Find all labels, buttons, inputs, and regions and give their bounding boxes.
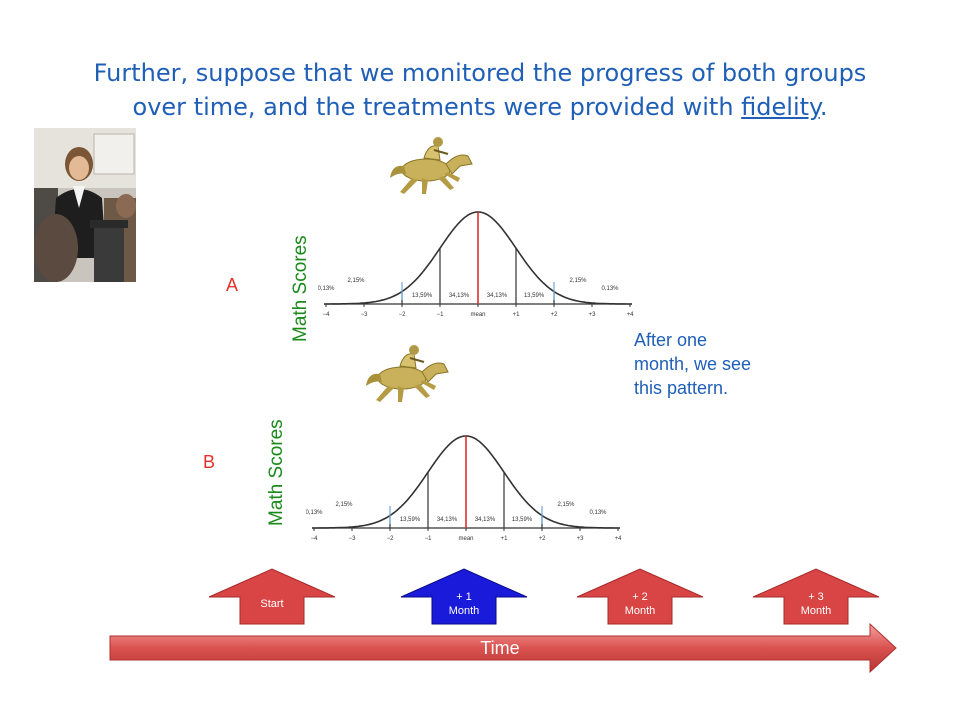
timeline-marker-arrow — [208, 568, 336, 625]
bell-curve-a: 0,13% 2,15% 13,59% 34,13% 34,13% 13,59% 2,15% 0… — [318, 211, 635, 318]
timeline-marker-label: + 1 Month — [432, 590, 496, 618]
marker-line-2: Month — [800, 605, 832, 617]
percent-label: 34,13% — [449, 293, 470, 299]
marker-line-2: Month — [624, 605, 656, 617]
tick-label: −1 — [425, 536, 433, 542]
tick-label: mean — [458, 536, 473, 542]
tick-label: −3 — [349, 536, 357, 542]
timeline-marker-label: + 3 Month — [784, 590, 848, 618]
tick-label: +3 — [589, 312, 597, 318]
marker-line-1: + 1 — [456, 591, 472, 603]
percent-label: 34,13% — [487, 293, 508, 299]
marker-line-2: Month — [448, 605, 480, 617]
tick-label: −4 — [311, 536, 319, 542]
title-line-2-end: . — [819, 93, 828, 121]
timeline-marker-arrow — [400, 568, 528, 625]
timeline-marker-label: Start — [240, 597, 304, 611]
y-axis-label-a: Math Scores — [290, 235, 311, 342]
title-line-2: over time, and the treatments were provi… — [40, 90, 920, 124]
title-line-2-text: over time, and the treatments were provi… — [132, 93, 742, 121]
timeline-marker-arrow — [752, 568, 880, 625]
percent-label: 2,15% — [335, 502, 353, 508]
tick-label: +3 — [577, 536, 585, 542]
fidelity-link[interactable]: fidelity — [741, 93, 820, 121]
bell-curve-b: 0,13% 2,15% 13,59% 34,13% 34,13% 13,59% 2,15% 0… — [306, 435, 623, 542]
tick-label: −2 — [387, 536, 395, 542]
percent-label: 13,59% — [524, 293, 545, 299]
timeline-marker-label: + 2 Month — [608, 590, 672, 618]
tick-label: −2 — [399, 312, 407, 318]
tick-label: +1 — [501, 536, 509, 542]
marker-line-1: + 2 — [632, 591, 648, 603]
tick-label: +4 — [627, 312, 635, 318]
pattern-note: After one month, we see this pattern. — [634, 330, 752, 398]
percent-label: 34,13% — [475, 517, 496, 523]
racehorse-icon — [366, 345, 449, 402]
percent-label: 2,15% — [569, 278, 587, 284]
tick-label: −3 — [361, 312, 369, 318]
percent-label: 0,13% — [306, 510, 323, 516]
time-arrow — [109, 622, 897, 674]
marker-line-1: + 3 — [808, 591, 824, 603]
tick-label: −4 — [323, 312, 331, 318]
percent-label: 34,13% — [437, 517, 458, 523]
percent-label: 13,59% — [412, 293, 433, 299]
tick-label: +2 — [551, 312, 559, 318]
slide-title: Further, suppose that we monitored the p… — [40, 56, 920, 124]
tick-label: +2 — [539, 536, 547, 542]
percent-label: 0,13% — [318, 286, 335, 292]
tick-label: mean — [470, 312, 485, 318]
marker-line-1: Start — [260, 598, 284, 610]
tick-label: +4 — [615, 536, 623, 542]
percent-label: 2,15% — [347, 278, 365, 284]
percent-label: 2,15% — [557, 502, 575, 508]
percent-label: 13,59% — [512, 517, 533, 523]
tick-label: +1 — [513, 312, 521, 318]
percent-label: 0,13% — [589, 510, 607, 516]
group-label-b: B — [203, 452, 216, 472]
time-label: Time — [480, 638, 520, 658]
y-axis-label-b: Math Scores — [266, 419, 287, 526]
percent-label: 0,13% — [601, 286, 619, 292]
tick-label: −1 — [437, 312, 445, 318]
group-label-a: A — [226, 275, 239, 295]
title-line-1: Further, suppose that we monitored the p… — [93, 59, 867, 87]
percent-label: 13,59% — [400, 517, 421, 523]
racehorse-icon — [390, 137, 473, 194]
timeline-marker-arrow — [576, 568, 704, 625]
presenter-photo — [34, 128, 136, 282]
